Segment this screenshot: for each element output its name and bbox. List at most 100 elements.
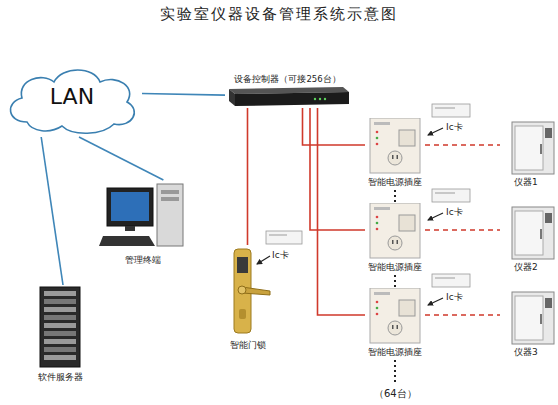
node-label: 智能门锁 [220,339,275,352]
keypad [399,215,415,231]
control-cable [318,108,366,315]
pointer-arrow [428,213,443,220]
ic-card [428,189,470,220]
door-handle [540,229,542,239]
node-illustration [220,245,275,355]
count-note: （64台） [374,387,417,401]
indicator-led [376,216,379,219]
network-cable [41,137,63,285]
server-rack [40,287,80,367]
device-controller: 设备控制器（可接256台） [225,74,350,108]
outlet-pin [392,155,394,159]
instrument-body [512,207,554,259]
instrument-body [512,122,554,174]
ic-card [428,104,470,135]
network-cable [79,137,163,180]
instrument-door [515,211,543,255]
server-unit [44,315,76,320]
server-unit [44,291,76,296]
indicator-led [376,222,379,225]
socket-plate [370,118,420,173]
status-led [324,98,326,100]
monitor-stand [125,226,135,231]
instrument-door [515,296,543,340]
door-handle [540,314,542,324]
instrument: 仪器3 [500,290,558,360]
smart-door-lock: 智能门锁 [220,245,275,355]
outlet-pin [397,240,399,244]
dotted-line [394,190,396,202]
control-panel [545,298,552,308]
smart-power-socket: 智能电源插座 [365,118,425,190]
pc-tower [157,184,183,246]
outlet [388,321,402,335]
pointer-arrow [428,128,443,135]
ic-card [432,104,470,117]
outlet-pin [397,325,399,329]
server-unit [44,299,76,304]
node-label: 智能电源插座 [365,346,425,359]
card-label: Ic卡 [446,291,463,304]
node-label: 软件服务器 [30,371,90,384]
card-label: Ic卡 [446,121,463,134]
control-panel [545,213,552,223]
indicator-led [376,137,379,140]
indicator-led [376,228,379,231]
management-terminal: 管理终端 [95,180,190,272]
card-stripe [435,277,455,279]
handle-base [238,286,246,294]
smart-power-socket: 智能电源插座 [365,288,425,360]
indicator-led [376,131,379,134]
keypad [399,300,415,316]
monitor-screen [111,192,149,221]
outlet-pin [392,240,394,244]
brand-strip [374,122,390,125]
card-stripe [435,107,455,109]
smart-power-socket: 智能电源插座 [365,203,425,275]
card-stripe [435,192,455,194]
status-led [319,98,321,100]
server-unit [44,307,76,312]
power-link [425,314,500,315]
node-label: 管理终端 [95,254,190,267]
node-label: 智能电源插座 [365,261,425,274]
instrument-door [515,126,543,170]
node-label: 智能电源插座 [365,176,425,189]
key-hole [239,309,246,319]
network-cable [142,94,225,96]
indicator-led [376,301,379,304]
brand-strip [374,207,390,210]
server-unit [44,331,76,336]
socket-plate [370,203,420,258]
indicator-led [376,313,379,316]
outlet [388,236,402,250]
card-stripe [269,234,287,236]
ic-card [432,274,470,287]
server-unit [44,339,76,344]
card-label: Ic卡 [446,206,463,219]
ic-card [432,189,470,202]
ic-card [428,274,470,305]
server-unit [44,347,76,352]
dotted-line [394,275,396,287]
instrument: 仪器2 [500,205,558,275]
node-illustration [30,285,90,385]
node-label: LAN [2,84,142,109]
software-server: 软件服务器 [30,285,90,385]
keypad [399,130,415,146]
server-unit [44,323,76,328]
drive-bay [161,190,179,194]
outlet-pin [397,155,399,159]
indicator-led [376,143,379,146]
control-panel [545,128,552,138]
ic-card [257,231,302,264]
status-led [314,98,316,100]
power-link [425,229,500,230]
brand-strip [374,292,390,295]
indicator-led [376,307,379,310]
control-cable [247,108,249,245]
drive-bay [161,197,179,201]
controller-side [229,89,235,106]
